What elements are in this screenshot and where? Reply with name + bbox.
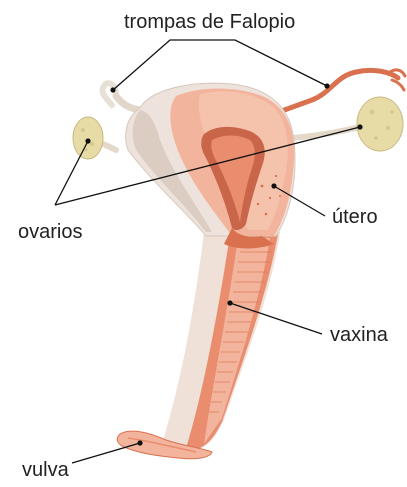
pointer-dot-fallopian-right: [324, 83, 329, 88]
label-ovaries: ovarios: [18, 222, 82, 242]
pointer-dot-vagina: [227, 300, 232, 305]
fallopian-tube-left: [102, 83, 140, 110]
pointer-dot-fallopian-left: [110, 87, 115, 92]
ovary-left: [73, 117, 103, 159]
ovary-right: [357, 97, 403, 151]
vagina-shape: [160, 232, 280, 450]
pointer-dot-vulva: [137, 440, 142, 445]
pointer-dot-uterus: [271, 183, 276, 188]
label-uterus: útero: [332, 207, 378, 227]
label-vulva: vulva: [22, 460, 69, 480]
leader-line-vulva: [72, 443, 140, 463]
pointer-dot-ovary-right: [357, 124, 362, 129]
label-fallopian-tubes: trompas de Falopio: [124, 12, 295, 32]
pointer-dot-ovary-left: [85, 138, 90, 143]
label-vagina: vaxina: [330, 325, 388, 345]
leader-line-fallopian: [113, 40, 327, 90]
leader-line-ovary-left: [55, 141, 88, 205]
